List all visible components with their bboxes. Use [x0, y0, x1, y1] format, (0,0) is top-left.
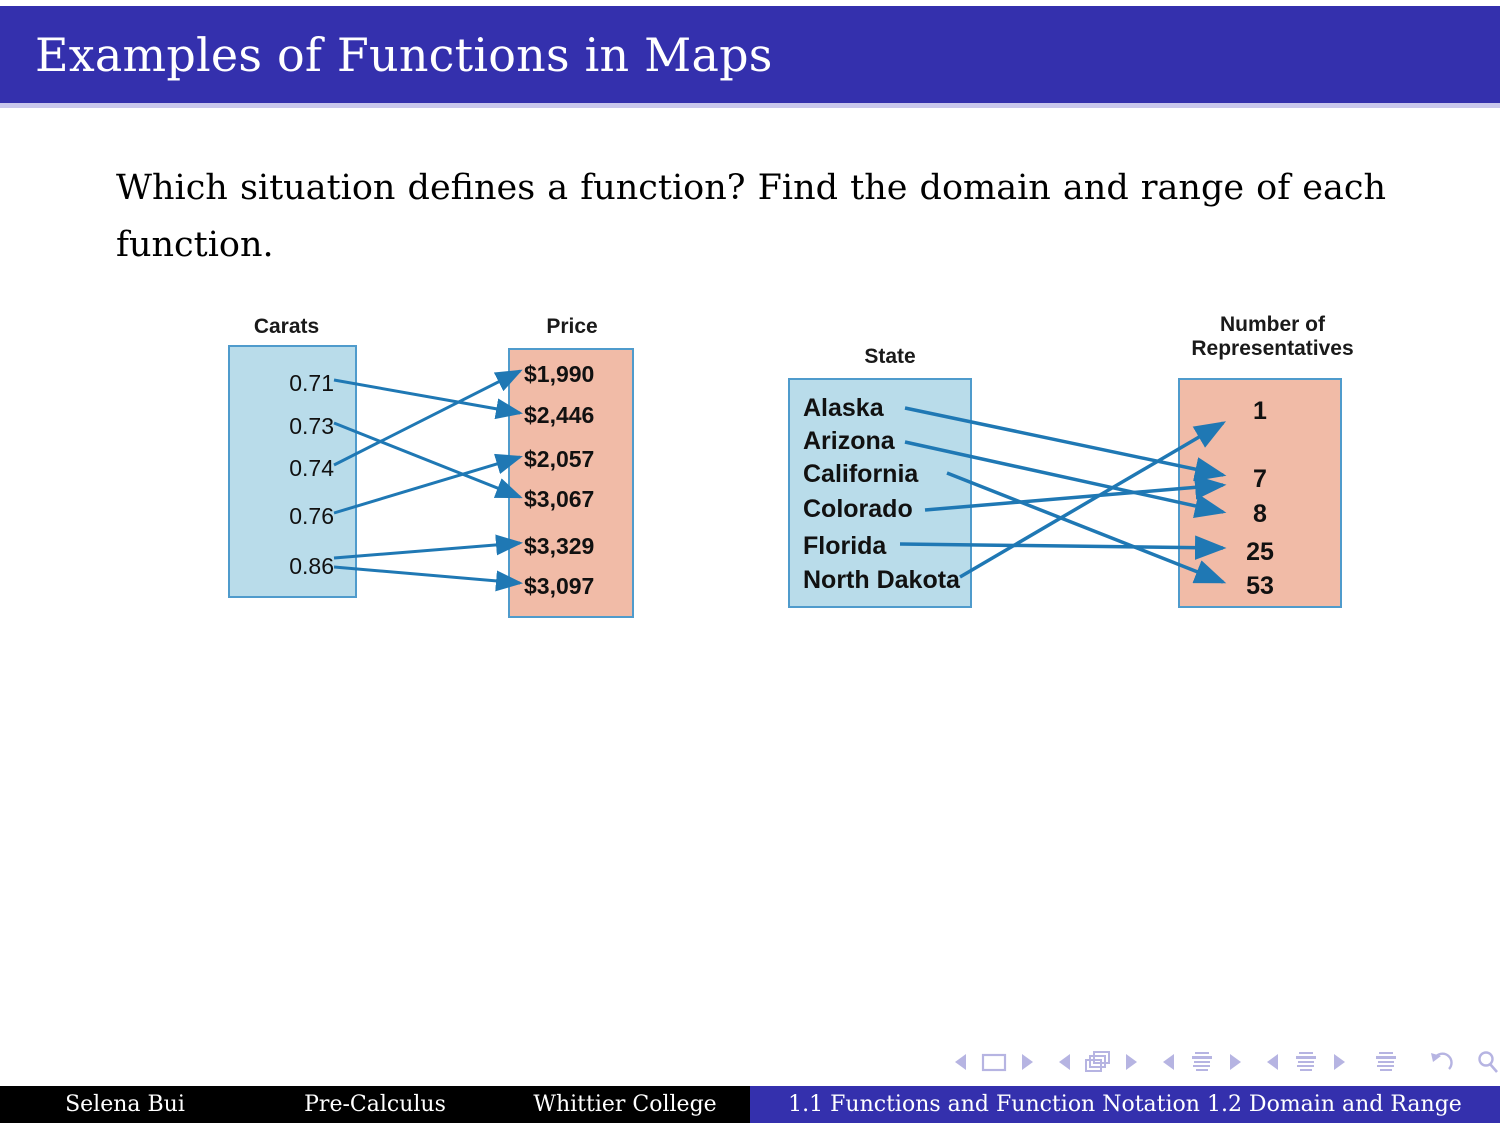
footer-institution: Whittier College — [500, 1086, 750, 1123]
figure1-connector — [333, 534, 523, 560]
beamer-navigation-bar[interactable] — [955, 1045, 1498, 1079]
figure2-domain-item: North Dakota — [803, 566, 960, 594]
figure2-domain-item: Florida — [803, 532, 887, 560]
prev-section-icon[interactable] — [1267, 1054, 1278, 1070]
figure1-range-item: $2,446 — [524, 402, 595, 428]
nav-group-subsection[interactable] — [1163, 1049, 1241, 1075]
figure1-range-box — [508, 348, 634, 618]
figure2-domain-item: Arizona — [803, 427, 895, 455]
figure1-connector — [333, 565, 523, 592]
next-section-icon[interactable] — [1334, 1054, 1345, 1070]
figure1-domain-item: 0.76 — [289, 503, 334, 529]
figure1-domain-item: 0.74 — [289, 455, 334, 481]
figure1-connector — [333, 369, 523, 467]
footer-subject: Pre-Calculus — [250, 1086, 500, 1123]
back-arrow-icon[interactable] — [1427, 1049, 1457, 1075]
figure2-domain-caption: State — [864, 345, 916, 368]
figure2-range-item: 8 — [1253, 500, 1267, 528]
figure1-domain-item: 0.73 — [289, 413, 334, 439]
figure2-domain-item: Colorado — [803, 495, 913, 523]
figure1-range-item: $3,097 — [524, 573, 595, 599]
figure1-domain-item: 0.71 — [289, 370, 334, 396]
section-lines-icon[interactable] — [1291, 1049, 1321, 1075]
nav-group-presentation[interactable] — [1371, 1049, 1401, 1075]
nav-group-section[interactable] — [1267, 1049, 1345, 1075]
figure2-domain-item: Alaska — [803, 394, 884, 422]
figure1-domain-caption: Carats — [253, 315, 320, 338]
nav-group-slide[interactable] — [955, 1049, 1033, 1075]
next-slide-icon[interactable] — [1022, 1054, 1033, 1070]
figure1-connector — [333, 378, 523, 420]
mapping-diagram-state-representatives: State Number of Representatives Alaska A… — [775, 305, 1375, 630]
figure1-range-item: $3,329 — [524, 533, 595, 559]
figure1-range-item: $3,067 — [524, 486, 595, 512]
page-title: Examples of Functions in Maps — [35, 27, 773, 82]
title-underline-rule — [0, 103, 1500, 108]
footer-section: 1.1 Functions and Function Notation 1.2 … — [750, 1086, 1500, 1123]
figure2-range-item: 25 — [1246, 538, 1274, 566]
frame-stack-icon[interactable] — [1083, 1049, 1113, 1075]
figure1-domain-item: 0.86 — [289, 553, 334, 579]
nav-group-history[interactable] — [1427, 1049, 1500, 1075]
figure2-range-item: 53 — [1246, 572, 1274, 600]
figure2-range-item: 1 — [1253, 397, 1267, 425]
search-icon[interactable] — [1475, 1049, 1500, 1075]
figure2-range-caption: Number of Representatives — [1191, 313, 1354, 360]
prompt-text: Which situation defines a function? Find… — [116, 168, 1386, 265]
figure2-range-item: 7 — [1253, 465, 1267, 493]
figure2-domain-item: California — [803, 460, 919, 488]
figure1-connector — [333, 453, 523, 515]
subsection-lines-icon[interactable] — [1187, 1049, 1217, 1075]
nav-group-frame[interactable] — [1059, 1049, 1137, 1075]
footer-author: Selena Bui — [0, 1086, 250, 1123]
prev-subsection-icon[interactable] — [1163, 1054, 1174, 1070]
figure1-range-item: $2,057 — [524, 446, 595, 472]
next-subsection-icon[interactable] — [1230, 1054, 1241, 1070]
slide-title-bar: Examples of Functions in Maps — [0, 6, 1500, 103]
mapping-diagram-carats-price: Carats Price 0.71 0.73 0.74 0.76 0.86 $1… — [214, 305, 644, 630]
slide-footer: Selena Bui Pre-Calculus Whittier College… — [0, 1086, 1500, 1123]
figure1-connector — [333, 421, 523, 499]
presentation-lines-icon[interactable] — [1371, 1049, 1401, 1075]
next-frame-icon[interactable] — [1126, 1054, 1137, 1070]
prev-slide-icon[interactable] — [955, 1054, 966, 1070]
prev-frame-icon[interactable] — [1059, 1054, 1070, 1070]
slide-icon[interactable] — [979, 1049, 1009, 1075]
figure1-range-caption: Price — [546, 315, 598, 338]
figure1-range-item: $1,990 — [524, 361, 595, 387]
